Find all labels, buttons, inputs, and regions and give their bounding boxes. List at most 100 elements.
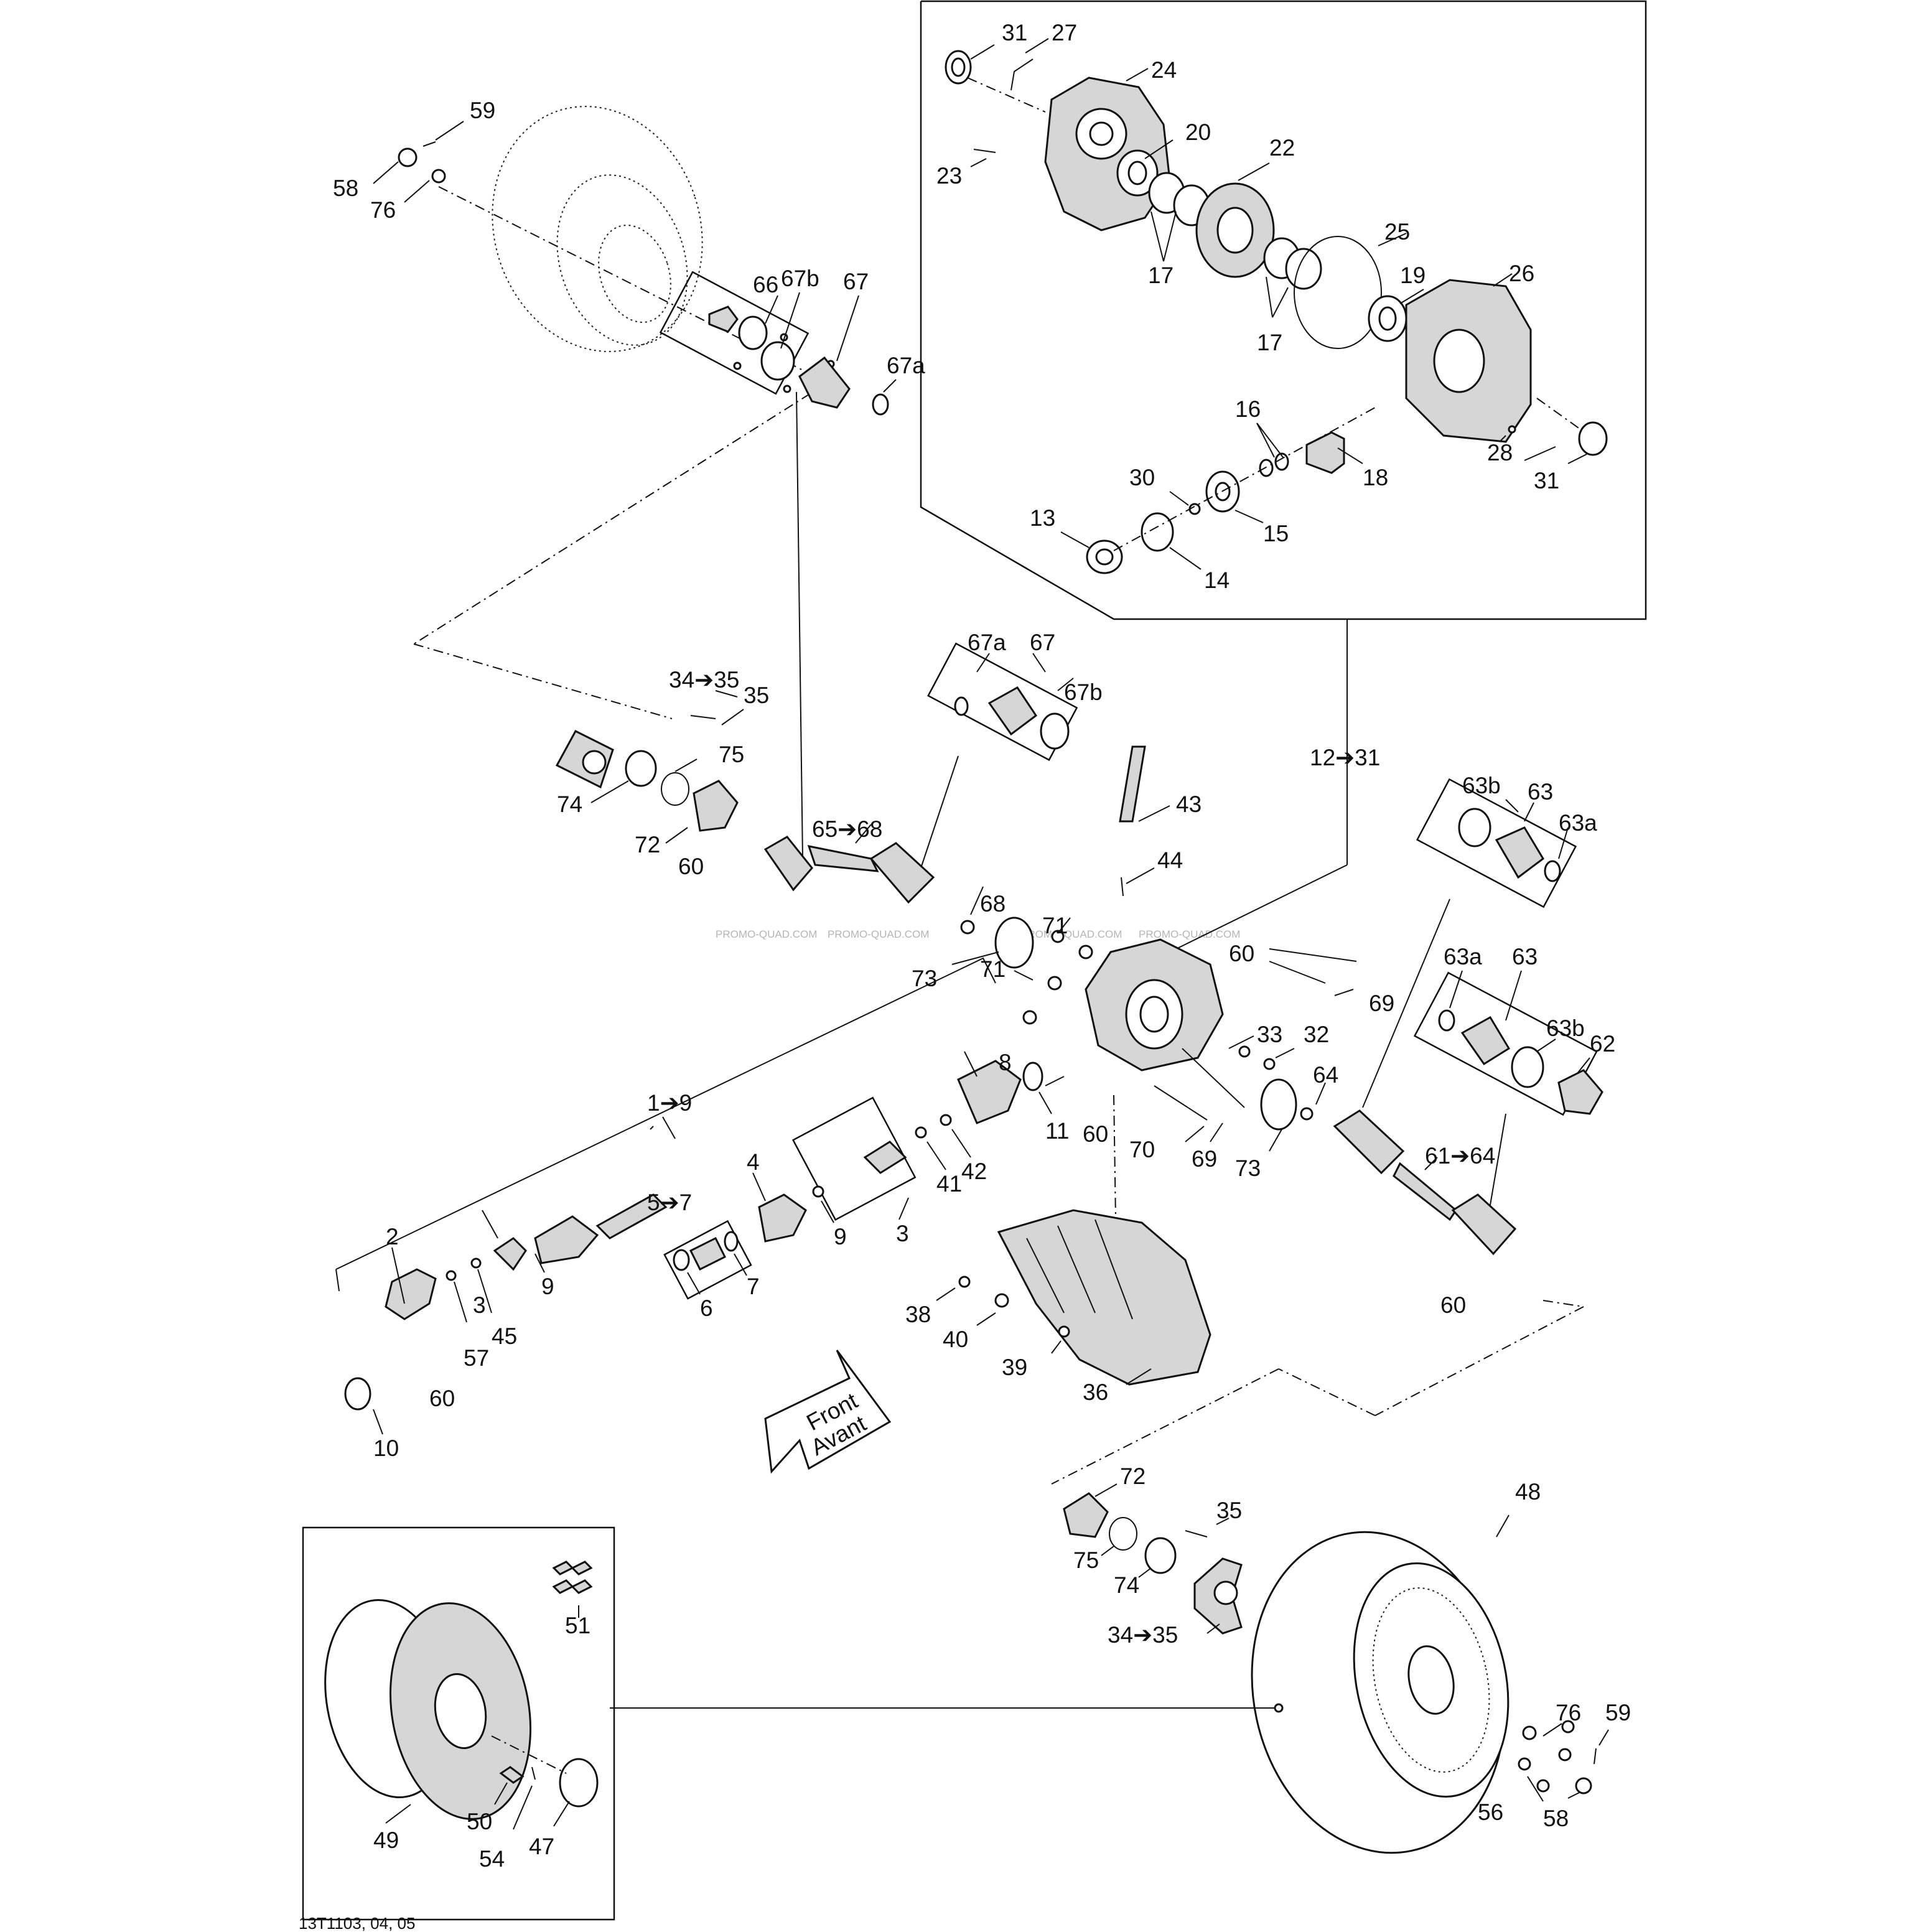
callout-label: 24 xyxy=(1151,57,1177,83)
callout-label: 54 xyxy=(479,1846,505,1872)
callout-label: 45 xyxy=(492,1323,517,1349)
callout-label: 63 xyxy=(1512,944,1538,969)
washer-57 xyxy=(446,1270,457,1281)
clamp-63a xyxy=(1544,860,1561,882)
callout-label: 35 xyxy=(744,683,769,708)
diagram-reference: 13T1103, 04, 05 xyxy=(299,1914,415,1932)
callout-label: 74 xyxy=(557,791,582,817)
callout-label: 3 xyxy=(473,1292,486,1318)
clamp-67a xyxy=(954,696,969,716)
callout-label: 64 xyxy=(1313,1062,1338,1088)
clamp-7 xyxy=(724,1231,739,1252)
callout-label: 48 xyxy=(1515,1479,1541,1505)
callout-label: 76 xyxy=(370,197,396,223)
lower-hub-wheel xyxy=(610,1483,1609,1854)
rear-tire-top xyxy=(373,106,835,719)
callout-label: 47 xyxy=(529,1834,554,1859)
boot-clamp-63b xyxy=(1458,808,1491,847)
callout-label: 73 xyxy=(1235,1155,1261,1181)
callout-label: 9 xyxy=(834,1224,847,1249)
watermark-band: PROMO-QUAD.COM PROMO-QUAD.COM PROMO-QUAD… xyxy=(716,928,1240,940)
callout-label: 31 xyxy=(1002,20,1027,45)
callout-label: 66 xyxy=(753,272,778,297)
washer-40 xyxy=(994,1293,1009,1308)
skid-plate-36 xyxy=(936,1209,1211,1386)
center-cap-47 xyxy=(559,1758,599,1808)
callout-label: 67 xyxy=(843,269,869,294)
breather-44 xyxy=(1121,877,1124,897)
callout-label: 23 xyxy=(936,163,962,189)
callout-label: 73 xyxy=(912,966,937,991)
callout-label: 62 xyxy=(1590,1031,1615,1057)
yoke-9 xyxy=(534,1215,599,1264)
callout-label: 5➔7 xyxy=(647,1190,692,1215)
boot-63 xyxy=(1460,1015,1511,1066)
oil-seal-74 xyxy=(1144,1537,1177,1574)
valve-stem-50 xyxy=(499,1766,525,1784)
bearing-14 xyxy=(1141,512,1174,552)
o-ring-75 xyxy=(1109,1517,1137,1551)
callout-label: 49 xyxy=(373,1827,399,1853)
callout-label: 56 xyxy=(1478,1799,1503,1825)
watermark-text: PROMO-QUAD.COM xyxy=(716,928,817,940)
callout-label: 60 xyxy=(1229,941,1254,966)
cross-u-joint-3 xyxy=(863,1141,907,1174)
stud-69 xyxy=(1269,961,1326,984)
clamp-63a xyxy=(1438,1009,1455,1032)
u-joint-box xyxy=(791,1096,917,1221)
callout-label: 75 xyxy=(719,742,744,767)
callout-label: 35 xyxy=(1216,1498,1242,1523)
callout-label: 38 xyxy=(905,1302,931,1327)
watermark-text: PROMO-QUAD.COM xyxy=(1139,928,1240,940)
boot-clamp-63b xyxy=(1511,1046,1544,1088)
callout-label: 72 xyxy=(1120,1463,1146,1489)
right-drive-shaft-assembly xyxy=(1051,778,1603,1485)
nut-39 xyxy=(1058,1325,1070,1338)
clamp-6 xyxy=(673,1249,690,1271)
shim-16 xyxy=(1274,452,1289,471)
drive-shaft-cv-inner xyxy=(869,842,935,904)
callout-label: 17 xyxy=(1257,330,1282,355)
yoke-4 xyxy=(758,1193,807,1243)
watermark-text: PROMO-QUAD.COM xyxy=(828,928,929,940)
oil-seal-73 xyxy=(994,917,1034,969)
stud-69 xyxy=(1269,948,1357,962)
callout-labels: 31 27 24 20 23 22 17 25 19 26 17 16 28 1… xyxy=(299,20,1631,1932)
callout-label: 68 xyxy=(980,891,1006,917)
oil-seal-10 xyxy=(344,1377,371,1411)
nut-71 xyxy=(1047,976,1062,991)
wheel-nut-58 xyxy=(1575,1777,1592,1794)
rim-detail-box xyxy=(302,1526,615,1921)
callout-label: 20 xyxy=(1185,119,1211,145)
callout-label: 67b xyxy=(781,266,819,291)
pinion-18 xyxy=(1305,431,1345,474)
callout-label: 42 xyxy=(961,1159,987,1184)
callout-label: 60 xyxy=(678,854,704,879)
callout-label: 3 xyxy=(896,1221,909,1246)
callout-label: 36 xyxy=(1083,1379,1108,1405)
u-joint-3 xyxy=(493,1237,527,1271)
clamp-67a xyxy=(872,393,889,416)
callout-label: 72 xyxy=(635,832,660,857)
callout-label: 43 xyxy=(1176,791,1202,817)
callout-label: 59 xyxy=(470,98,495,123)
plug-28 xyxy=(1508,425,1516,434)
drive-shaft-cv-outer xyxy=(763,836,813,892)
drive-shaft-cv-inner-right xyxy=(1333,1109,1405,1175)
wheel-nut-58 xyxy=(398,147,418,167)
bearing-72 xyxy=(693,780,739,832)
callout-label: 15 xyxy=(1263,521,1289,546)
boot-67 xyxy=(798,356,851,409)
callout-label: 31 xyxy=(1534,468,1559,493)
watermark-text: PROMO-QUAD.COM xyxy=(1020,928,1122,940)
nut-45 xyxy=(470,1258,482,1269)
callout-label: 60 xyxy=(1083,1121,1108,1147)
callout-label: 34➔35 xyxy=(1108,1622,1178,1648)
callout-label: 57 xyxy=(464,1345,489,1371)
front-direction-arrow: Front Avant xyxy=(764,1350,892,1474)
callout-label: 40 xyxy=(943,1327,968,1352)
nut-32 xyxy=(1263,1058,1276,1070)
boot-5 xyxy=(689,1236,727,1271)
screw-35 xyxy=(690,715,716,719)
